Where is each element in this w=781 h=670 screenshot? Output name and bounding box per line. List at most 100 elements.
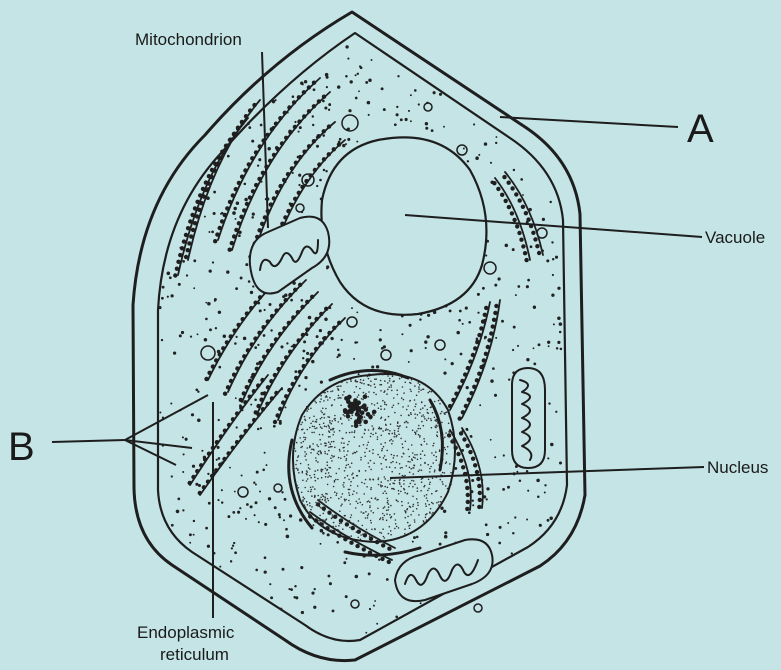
- nucleoplasm-granule: [306, 453, 308, 455]
- nucleoplasm-granule: [358, 394, 360, 396]
- ribosome: [261, 171, 265, 175]
- nucleoplasm-granule: [328, 472, 330, 474]
- nucleoplasm-granule: [372, 429, 374, 431]
- nucleolus-granule: [356, 400, 361, 405]
- cytoplasm-granule: [209, 269, 212, 272]
- nucleoplasm-granule: [359, 471, 361, 473]
- nucleoplasm-granule: [384, 390, 386, 392]
- cytoplasm-granule: [322, 532, 325, 535]
- ribosome: [333, 515, 337, 519]
- cytoplasm-granule: [548, 402, 550, 404]
- nucleoplasm-granule: [354, 436, 356, 438]
- cytoplasm-granule: [551, 294, 554, 297]
- nucleoplasm-granule: [323, 513, 325, 515]
- nucleoplasm-granule: [409, 528, 411, 530]
- nucleoplasm-granule: [389, 483, 391, 485]
- nucleoplasm-granule: [397, 430, 399, 432]
- nucleoplasm-granule: [416, 498, 418, 500]
- cytoplasm-granule: [311, 360, 314, 363]
- cytoplasm-granule: [290, 299, 293, 302]
- nucleoplasm-granule: [384, 490, 386, 492]
- nucleoplasm-granule: [311, 449, 313, 451]
- nucleoplasm-granule: [404, 510, 406, 512]
- cytoplasm-granule: [298, 184, 300, 186]
- nucleoplasm-granule: [399, 425, 401, 427]
- nucleoplasm-granule: [310, 491, 312, 493]
- cytoplasm-granule: [274, 506, 277, 509]
- nucleoplasm-granule: [304, 416, 306, 418]
- ribosome: [244, 114, 248, 118]
- ribosome: [245, 311, 249, 315]
- cytoplasm-granule: [337, 85, 340, 88]
- ribosome: [296, 338, 300, 342]
- cytoplasm-granule: [255, 501, 258, 504]
- nucleoplasm-granule: [413, 473, 415, 475]
- cytoplasm-granule: [443, 126, 445, 128]
- cytoplasm-granule: [329, 582, 332, 585]
- cytoplasm-granule: [533, 347, 535, 349]
- ribosome: [237, 221, 241, 225]
- nucleoplasm-granule: [380, 443, 382, 445]
- nucleoplasm-granule: [361, 436, 363, 438]
- nucleoplasm-granule: [374, 386, 376, 388]
- nucleoplasm-granule: [386, 393, 388, 395]
- nucleoplasm-granule: [318, 454, 320, 456]
- ribosome: [314, 317, 318, 321]
- nucleoplasm-granule: [440, 479, 442, 481]
- cytoplasm-granule: [216, 459, 218, 461]
- cytoplasm-granule: [460, 353, 463, 356]
- nucleoplasm-granule: [397, 394, 399, 396]
- cytoplasm-granule: [192, 465, 195, 468]
- nucleoplasm-granule: [309, 447, 311, 449]
- nucleoplasm-granule: [425, 505, 427, 507]
- nucleoplasm-granule: [350, 481, 352, 483]
- cytoplasm-granule: [303, 340, 306, 343]
- nucleoplasm-granule: [384, 486, 386, 488]
- nucleoplasm-granule: [324, 510, 326, 512]
- nucleoplasm-granule: [360, 511, 362, 513]
- nucleoplasm-granule: [398, 527, 400, 529]
- cytoplasm-granule: [316, 145, 319, 148]
- nucleoplasm-granule: [377, 454, 379, 456]
- nucleoplasm-granule: [384, 537, 386, 539]
- nucleoplasm-granule: [387, 502, 389, 504]
- cytoplasm-granule: [371, 365, 374, 368]
- ribosome: [223, 392, 227, 396]
- nucleoplasm-granule: [325, 396, 327, 398]
- nucleoplasm-granule: [399, 473, 401, 475]
- nucleoplasm-granule: [296, 442, 298, 444]
- nucleoplasm-granule: [382, 517, 384, 519]
- cytoplasm-granule: [245, 263, 248, 266]
- ribosome: [291, 382, 295, 386]
- nucleoplasm-granule: [375, 394, 377, 396]
- nucleoplasm-granule: [401, 505, 403, 507]
- cytoplasm-granule: [221, 489, 223, 491]
- nucleoplasm-granule: [322, 495, 324, 497]
- nucleoplasm-granule: [355, 507, 357, 509]
- cytoplasm-granule: [320, 543, 322, 545]
- cytoplasm-granule: [322, 134, 325, 137]
- nucleoplasm-granule: [350, 380, 352, 382]
- nucleoplasm-granule: [424, 495, 426, 497]
- nucleoplasm-granule: [428, 488, 430, 490]
- cytoplasm-granule: [486, 533, 489, 536]
- cytoplasm-granule: [526, 519, 528, 521]
- nucleoplasm-granule: [325, 501, 327, 503]
- nucleoplasm-granule: [309, 445, 311, 447]
- nucleoplasm-granule: [365, 479, 367, 481]
- nucleoplasm-granule: [356, 386, 358, 388]
- cytoplasm-granule: [355, 97, 358, 100]
- cytoplasm-granule: [252, 285, 254, 287]
- ribosome: [459, 431, 463, 435]
- ribosome: [218, 226, 222, 230]
- ribosome: [232, 234, 236, 238]
- nucleoplasm-granule: [398, 428, 400, 430]
- nucleoplasm-granule: [420, 490, 422, 492]
- ribosome: [223, 213, 227, 217]
- cytoplasm-granule: [478, 154, 480, 156]
- nucleoplasm-granule: [415, 417, 417, 419]
- ribosome: [230, 241, 234, 245]
- nucleoplasm-granule: [384, 476, 386, 478]
- nucleoplasm-granule: [339, 510, 341, 512]
- nucleoplasm-granule: [410, 412, 412, 414]
